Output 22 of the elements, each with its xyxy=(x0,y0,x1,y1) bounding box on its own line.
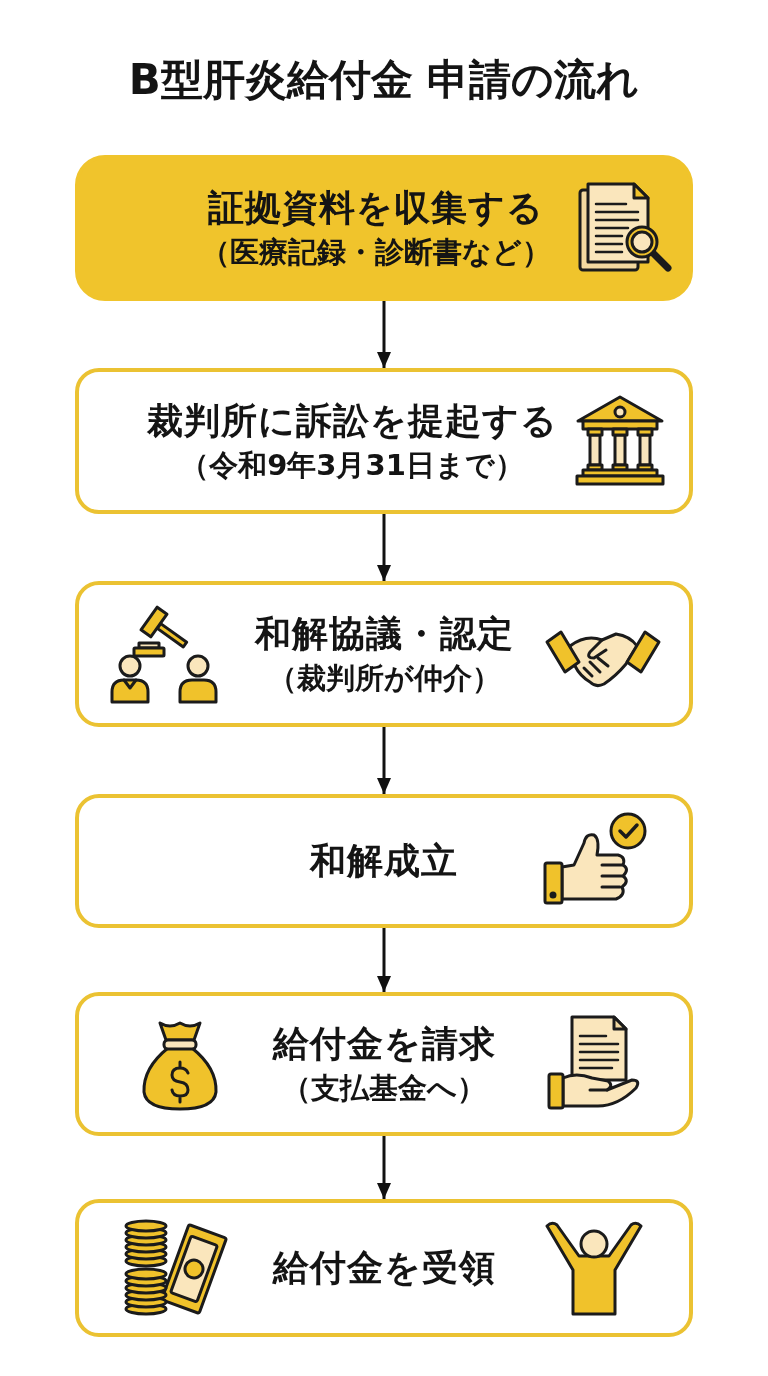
step-note: （支払基金へ） xyxy=(282,1071,486,1106)
title: B型肝炎給付金 申請の流れ xyxy=(128,55,640,106)
step-title: 裁判所に訴訟を提起する xyxy=(146,399,558,443)
step-title: 給付金を受領 xyxy=(272,1246,496,1290)
arrow xyxy=(377,514,391,581)
step-box xyxy=(75,794,693,928)
step-title: 和解成立 xyxy=(310,839,458,883)
step-box xyxy=(75,368,693,514)
arrow xyxy=(377,928,391,992)
step-note: （医療記録・診断書など） xyxy=(201,235,551,270)
arrow xyxy=(377,1136,391,1199)
step-title: 和解協議・認定 xyxy=(254,612,514,656)
step-box xyxy=(75,992,693,1136)
step-box xyxy=(75,1199,693,1337)
arrow xyxy=(377,727,391,794)
step-title: 給付金を請求 xyxy=(272,1022,496,1066)
step-box xyxy=(75,581,693,727)
step-title: 証拠資料を収集する xyxy=(208,186,544,230)
step-note: （令和9年3月31日まで） xyxy=(180,448,524,483)
step-box xyxy=(75,155,693,301)
arrow xyxy=(377,301,391,368)
step-note: （裁判所が仲介） xyxy=(267,661,501,696)
